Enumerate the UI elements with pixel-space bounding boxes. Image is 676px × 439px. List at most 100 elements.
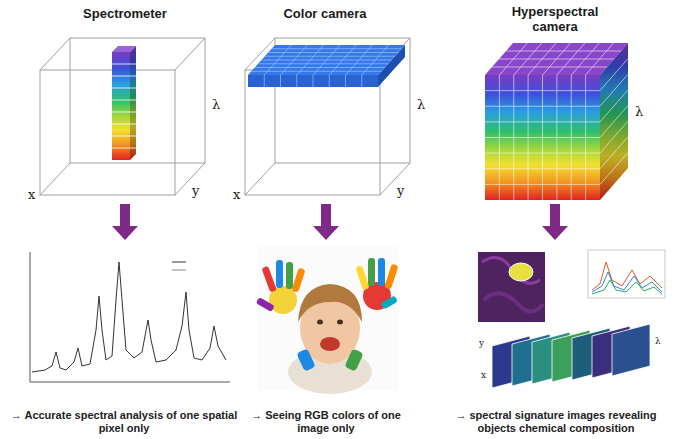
spectral-column bbox=[112, 52, 130, 160]
hyperspectral-cube bbox=[492, 67, 607, 68]
hyperspectral-cube bbox=[600, 121, 628, 153]
child-photo bbox=[344, 348, 363, 371]
hyperspectral-cube bbox=[506, 51, 621, 52]
axis-label: x bbox=[233, 188, 240, 202]
wireframe-cube bbox=[40, 70, 175, 195]
wireframe-cube bbox=[245, 70, 380, 195]
axis-label: y bbox=[397, 184, 404, 198]
spectral-image bbox=[484, 293, 543, 311]
rgb-slab bbox=[345, 75, 346, 87]
spectral-image bbox=[478, 252, 545, 322]
hyperspectral-cube bbox=[600, 59, 628, 91]
arrow-head bbox=[542, 226, 568, 240]
flow-arrow bbox=[542, 204, 568, 240]
band-stack bbox=[492, 324, 650, 388]
wireframe-cube bbox=[175, 38, 205, 70]
result-panel: → Seeing RGB colors of one image only bbox=[246, 240, 406, 437]
spectral-column bbox=[112, 46, 136, 160]
spectra-plot bbox=[588, 250, 665, 298]
child-photo bbox=[276, 260, 283, 288]
arrow-head bbox=[313, 226, 339, 240]
spectral-column bbox=[112, 112, 136, 113]
hyperspectral-cube bbox=[485, 137, 600, 138]
spectrum-plot bbox=[30, 382, 230, 383]
hyperspectral-cube bbox=[600, 106, 628, 138]
arrow-shaft bbox=[120, 204, 130, 226]
flow-arrow bbox=[313, 204, 339, 240]
spectral-column bbox=[112, 88, 136, 89]
band-stack bbox=[612, 324, 650, 376]
child-photo bbox=[291, 268, 305, 293]
rgb-slab bbox=[248, 45, 405, 75]
hyperspectral-cube bbox=[485, 168, 600, 169]
arrow-head bbox=[112, 226, 138, 240]
spectrum-plot bbox=[32, 262, 226, 372]
rgb-slab bbox=[248, 75, 378, 87]
axis-label: λ bbox=[655, 336, 661, 346]
hyperspectral-cube bbox=[485, 121, 600, 122]
wireframe-cube bbox=[380, 163, 410, 195]
hyperspectral-cube bbox=[600, 137, 628, 169]
spectrum-plot bbox=[172, 270, 186, 271]
spectral-column bbox=[130, 46, 136, 160]
axis-label: λ bbox=[212, 98, 220, 112]
hyperspectral-cube bbox=[485, 90, 600, 91]
axis-label: x bbox=[481, 370, 486, 380]
wireframe-cube bbox=[245, 163, 275, 195]
rgb-slab bbox=[313, 75, 314, 87]
child-photo bbox=[296, 348, 315, 371]
axis-label: y bbox=[479, 338, 484, 348]
spectrum-plot bbox=[15, 248, 235, 390]
spectral-image bbox=[509, 263, 533, 281]
hyperspectral-cube bbox=[485, 106, 600, 107]
spectra-plot bbox=[588, 250, 665, 298]
spectrum-plot bbox=[30, 252, 31, 382]
child-photo bbox=[320, 337, 340, 351]
spectra-plot bbox=[592, 280, 662, 294]
panel-title: Hyperspectral camera bbox=[499, 4, 611, 34]
axis-label: λ bbox=[417, 98, 425, 112]
hyperspectral-cube bbox=[600, 74, 628, 106]
spectral-image bbox=[478, 252, 545, 322]
spectral-column bbox=[112, 124, 136, 125]
rgb-slab bbox=[251, 71, 381, 72]
rgb-slab bbox=[329, 75, 330, 87]
rgb-slab bbox=[268, 52, 398, 53]
spectral-column bbox=[112, 76, 136, 77]
column-panel: Color camera bbox=[240, 4, 410, 204]
result-caption: → Seeing RGB colors of one image only bbox=[248, 409, 404, 435]
child-photo bbox=[317, 320, 323, 325]
arrow-shaft bbox=[321, 204, 331, 226]
rgb-slab bbox=[280, 75, 281, 87]
rgb-slab bbox=[264, 75, 265, 87]
rgb-slab bbox=[262, 60, 392, 61]
spectral-column bbox=[112, 46, 136, 52]
result-panel: → spectral signature images revealing ob… bbox=[440, 240, 672, 437]
child-photo bbox=[384, 264, 398, 290]
spectral-column bbox=[130, 46, 136, 160]
child-photo bbox=[378, 258, 385, 286]
rgb-slab bbox=[251, 45, 401, 87]
column-panel: Spectrometer bbox=[20, 4, 230, 204]
child-photo bbox=[286, 262, 293, 289]
hyperspectral-cube bbox=[485, 75, 600, 200]
flow-arrow bbox=[112, 204, 138, 240]
wireframe-cube bbox=[40, 38, 70, 70]
axis-label: y bbox=[192, 184, 199, 198]
wireframe-cube bbox=[245, 38, 410, 195]
spectral-image bbox=[482, 258, 540, 284]
child-photo bbox=[298, 284, 362, 322]
child-photo bbox=[368, 258, 375, 286]
result-caption: → spectral signature images revealing ob… bbox=[442, 409, 670, 435]
hyperspectral-cube bbox=[485, 43, 628, 75]
result-panel: → Accurate spectral analysis of one spat… bbox=[8, 240, 240, 437]
rgb-slab bbox=[265, 56, 395, 57]
rgb-slab bbox=[248, 45, 405, 87]
rgb-slab bbox=[361, 75, 362, 87]
wireframe-cube bbox=[175, 163, 205, 195]
child-photo bbox=[355, 265, 369, 290]
hyperspectral-cube bbox=[485, 153, 600, 154]
axis-label: λ bbox=[635, 105, 643, 119]
